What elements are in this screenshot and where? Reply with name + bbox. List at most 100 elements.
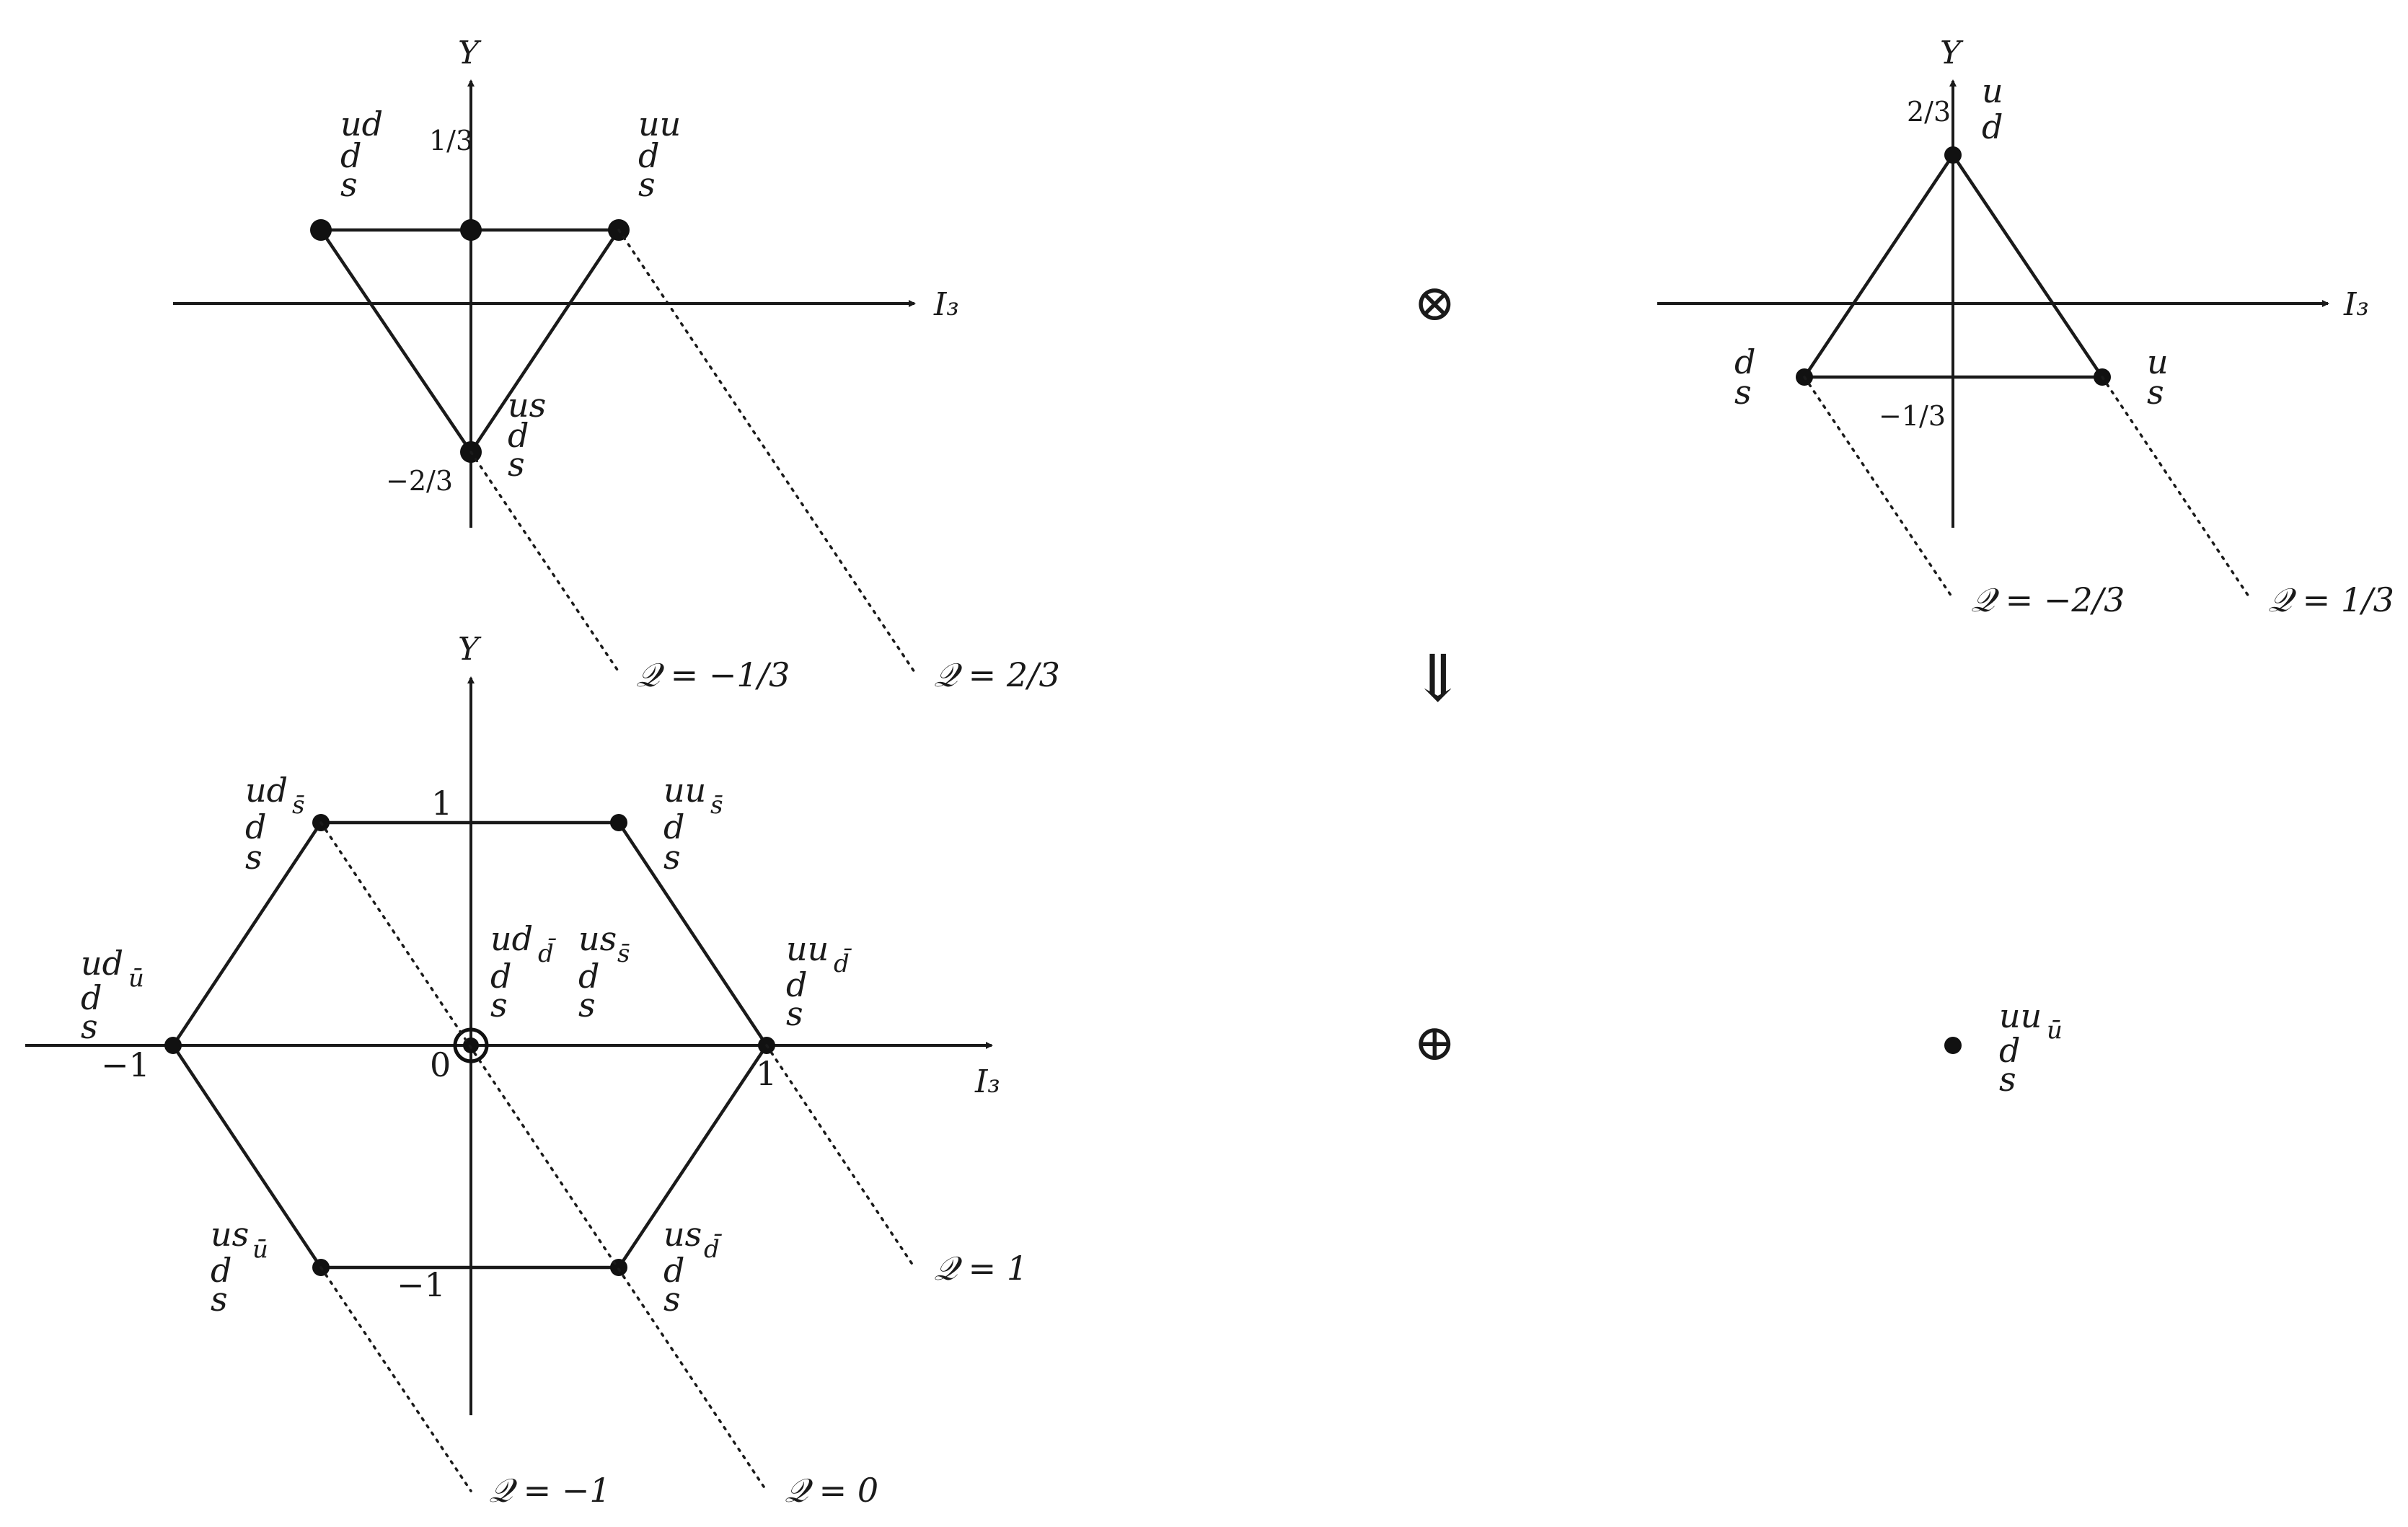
bl-charge-line-minus-one <box>319 1266 472 1492</box>
tl-charge-line-2 <box>617 229 916 673</box>
tr-tick-bottom: −1/3 <box>1879 400 1946 432</box>
tr-charge-one-third: 𝒬 = 1/3 <box>2268 580 2394 619</box>
svg-text:d: d <box>1734 342 1755 381</box>
br-singlet-label: uu ū d s <box>1999 996 2063 1099</box>
svg-text:us: us <box>578 919 617 958</box>
tr-triangle <box>1801 151 2106 379</box>
bl-tick-x-origin: 0 <box>430 1045 451 1084</box>
bl-label-uds: ud s̄ d s <box>245 771 304 877</box>
bl-charge-minus-one: 𝒬 = −1 <box>489 1471 611 1510</box>
svg-text:d: d <box>1982 107 2003 146</box>
svg-text:d: d <box>786 965 807 1004</box>
svg-text:d̄: d̄ <box>834 948 852 978</box>
svg-text:d: d <box>211 1251 231 1290</box>
svg-text:s: s <box>578 986 596 1024</box>
bl-label-uus: uu s̄ d s <box>663 771 723 877</box>
tl-charge-line-1 <box>469 451 620 673</box>
svg-text:d: d <box>1999 1031 2020 1070</box>
tr-charge-minus-two-thirds: 𝒬 = −2/3 <box>1971 580 2125 619</box>
svg-text:u: u <box>1982 71 2003 110</box>
svg-text:ū: ū <box>2047 1016 2063 1045</box>
svg-text:s: s <box>81 1007 98 1046</box>
top-left-weight-diagram: Y I₃ 1/3 −2/3 ud d s uu d s us d s 𝒬 = −… <box>173 35 1060 694</box>
tl-charge-two-thirds: 𝒬 = 2/3 <box>934 655 1060 694</box>
tr-label-u: u d <box>1982 71 2003 146</box>
svg-text:d: d <box>340 136 361 175</box>
tr-x-axis-label: I₃ <box>2343 286 2369 323</box>
svg-text:ud: ud <box>490 919 533 958</box>
svg-text:s: s <box>490 986 508 1024</box>
bl-label-udu: ud ū d s <box>81 944 144 1046</box>
tl-node-center <box>460 219 482 241</box>
bl-label-udd: ud d̄ d s <box>490 919 556 1024</box>
svg-text:ud: ud <box>81 944 123 983</box>
bl-label-usu: us ū d s <box>211 1215 268 1319</box>
svg-text:ud: ud <box>340 105 383 143</box>
tl-x-axis-label: I₃ <box>933 286 959 323</box>
svg-text:uu: uu <box>786 929 829 968</box>
bl-node-udu <box>164 1037 182 1054</box>
svg-text:d: d <box>490 957 511 996</box>
svg-text:s̄: s̄ <box>292 791 304 820</box>
tr-charge-line-2 <box>2101 376 2252 600</box>
bl-x-axis-label: I₃ <box>974 1063 1000 1100</box>
tl-label-uu: uu d s <box>638 105 681 204</box>
svg-text:uu: uu <box>638 105 681 143</box>
bl-node-uus <box>610 814 627 831</box>
tr-label-d: d s <box>1734 342 1755 412</box>
direct-sum-symbol: ⊕ <box>1414 1013 1456 1072</box>
tensor-product-symbol: ⊗ <box>1414 273 1456 332</box>
svg-text:s: s <box>638 165 656 204</box>
svg-text:ū: ū <box>128 964 144 993</box>
svg-text:d: d <box>663 1251 684 1290</box>
bl-y-axis-label: Y <box>458 631 482 668</box>
implies-arrow-symbol: ⇓ <box>1411 641 1465 717</box>
svg-text:d: d <box>508 416 529 455</box>
tl-tick-top: 1/3 <box>429 125 473 156</box>
tr-tick-top: 2/3 <box>1907 96 1951 128</box>
tr-node-u <box>1944 146 1962 164</box>
bl-label-uud: uu d̄ d s <box>786 929 852 1033</box>
svg-text:d: d <box>578 957 599 996</box>
bl-tick-y-bottom: −1 <box>397 1265 446 1304</box>
svg-text:s: s <box>508 445 525 484</box>
svg-text:d: d <box>663 807 684 846</box>
svg-text:uu: uu <box>1999 996 2042 1035</box>
tl-node-ud <box>310 219 332 241</box>
svg-text:us: us <box>663 1215 702 1254</box>
bl-charge-line-zero <box>319 821 768 1492</box>
tl-label-ud: ud d s <box>340 105 383 204</box>
tl-charge-minus-third: 𝒬 = −1/3 <box>636 655 790 694</box>
tl-label-us: us d s <box>508 386 546 484</box>
svg-text:s: s <box>245 838 263 877</box>
svg-text:s: s <box>1734 373 1752 412</box>
tr-label-s: u s <box>2147 342 2169 412</box>
bl-tick-x-right: 1 <box>756 1054 777 1093</box>
svg-text:d̄: d̄ <box>704 1234 722 1264</box>
svg-text:d̄: d̄ <box>538 938 556 968</box>
tl-tick-bottom: −2/3 <box>386 465 453 497</box>
svg-text:uu: uu <box>663 771 706 810</box>
top-right-weight-diagram: Y I₃ 2/3 −1/3 u d d s u s 𝒬 = −2/3 𝒬 = 1… <box>1657 35 2394 619</box>
svg-text:s: s <box>1999 1060 2016 1099</box>
tr-charge-line-1 <box>1803 376 1954 600</box>
svg-text:d: d <box>638 136 659 175</box>
bl-charge-zero: 𝒬 = 0 <box>785 1471 878 1510</box>
svg-text:ū: ū <box>252 1235 268 1264</box>
svg-text:ud: ud <box>245 771 288 810</box>
bl-label-usd: us d̄ d s <box>663 1215 722 1319</box>
svg-text:s̄: s̄ <box>617 939 630 968</box>
bl-tick-y-top: 1 <box>431 784 452 823</box>
svg-text:u: u <box>2147 342 2169 381</box>
bottom-left-weight-diagram: Y I₃ 1 −1 −1 0 1 ud s̄ d s uu s̄ d s <box>25 631 1028 1510</box>
svg-text:us: us <box>211 1215 249 1254</box>
bl-charge-one: 𝒬 = 1 <box>934 1249 1028 1288</box>
svg-text:us: us <box>508 386 546 425</box>
tl-y-axis-label: Y <box>458 35 482 71</box>
bl-tick-x-left: −1 <box>101 1045 150 1084</box>
svg-text:d: d <box>81 978 102 1017</box>
bl-label-uss: us s̄ d s <box>578 919 630 1024</box>
bottom-right-singlet: uu ū d s <box>1944 996 2063 1099</box>
